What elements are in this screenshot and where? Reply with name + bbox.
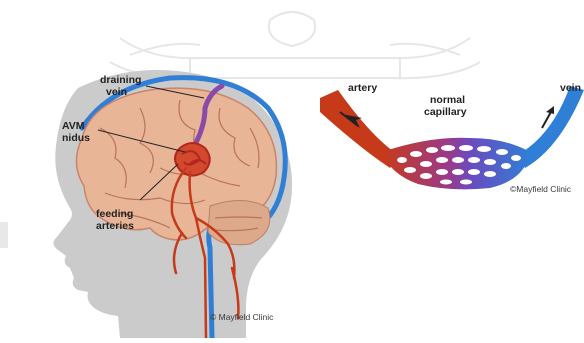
credit-right: ©Mayfield Clinic (510, 184, 571, 194)
label-avm: AVM (62, 120, 85, 132)
label-normal: normal (430, 94, 465, 106)
label-draining: draining (100, 74, 141, 86)
label-nidus: nidus (62, 132, 90, 144)
capillary-bed-illustration: artery normal capillary vein ©Mayfield C… (320, 68, 584, 208)
label-artery: artery (348, 82, 377, 94)
label-feeding: feeding (96, 208, 133, 220)
label-vein: vein (560, 82, 581, 94)
label-vein: vein (106, 86, 127, 98)
avm-nidus (175, 143, 210, 176)
credit-left: © Mayfield Clinic (210, 312, 273, 322)
label-arteries: arteries (96, 220, 134, 232)
label-capillary: capillary (424, 106, 467, 118)
brain-avm-illustration: draining vein AVM nidus feeding arteries… (0, 68, 300, 338)
